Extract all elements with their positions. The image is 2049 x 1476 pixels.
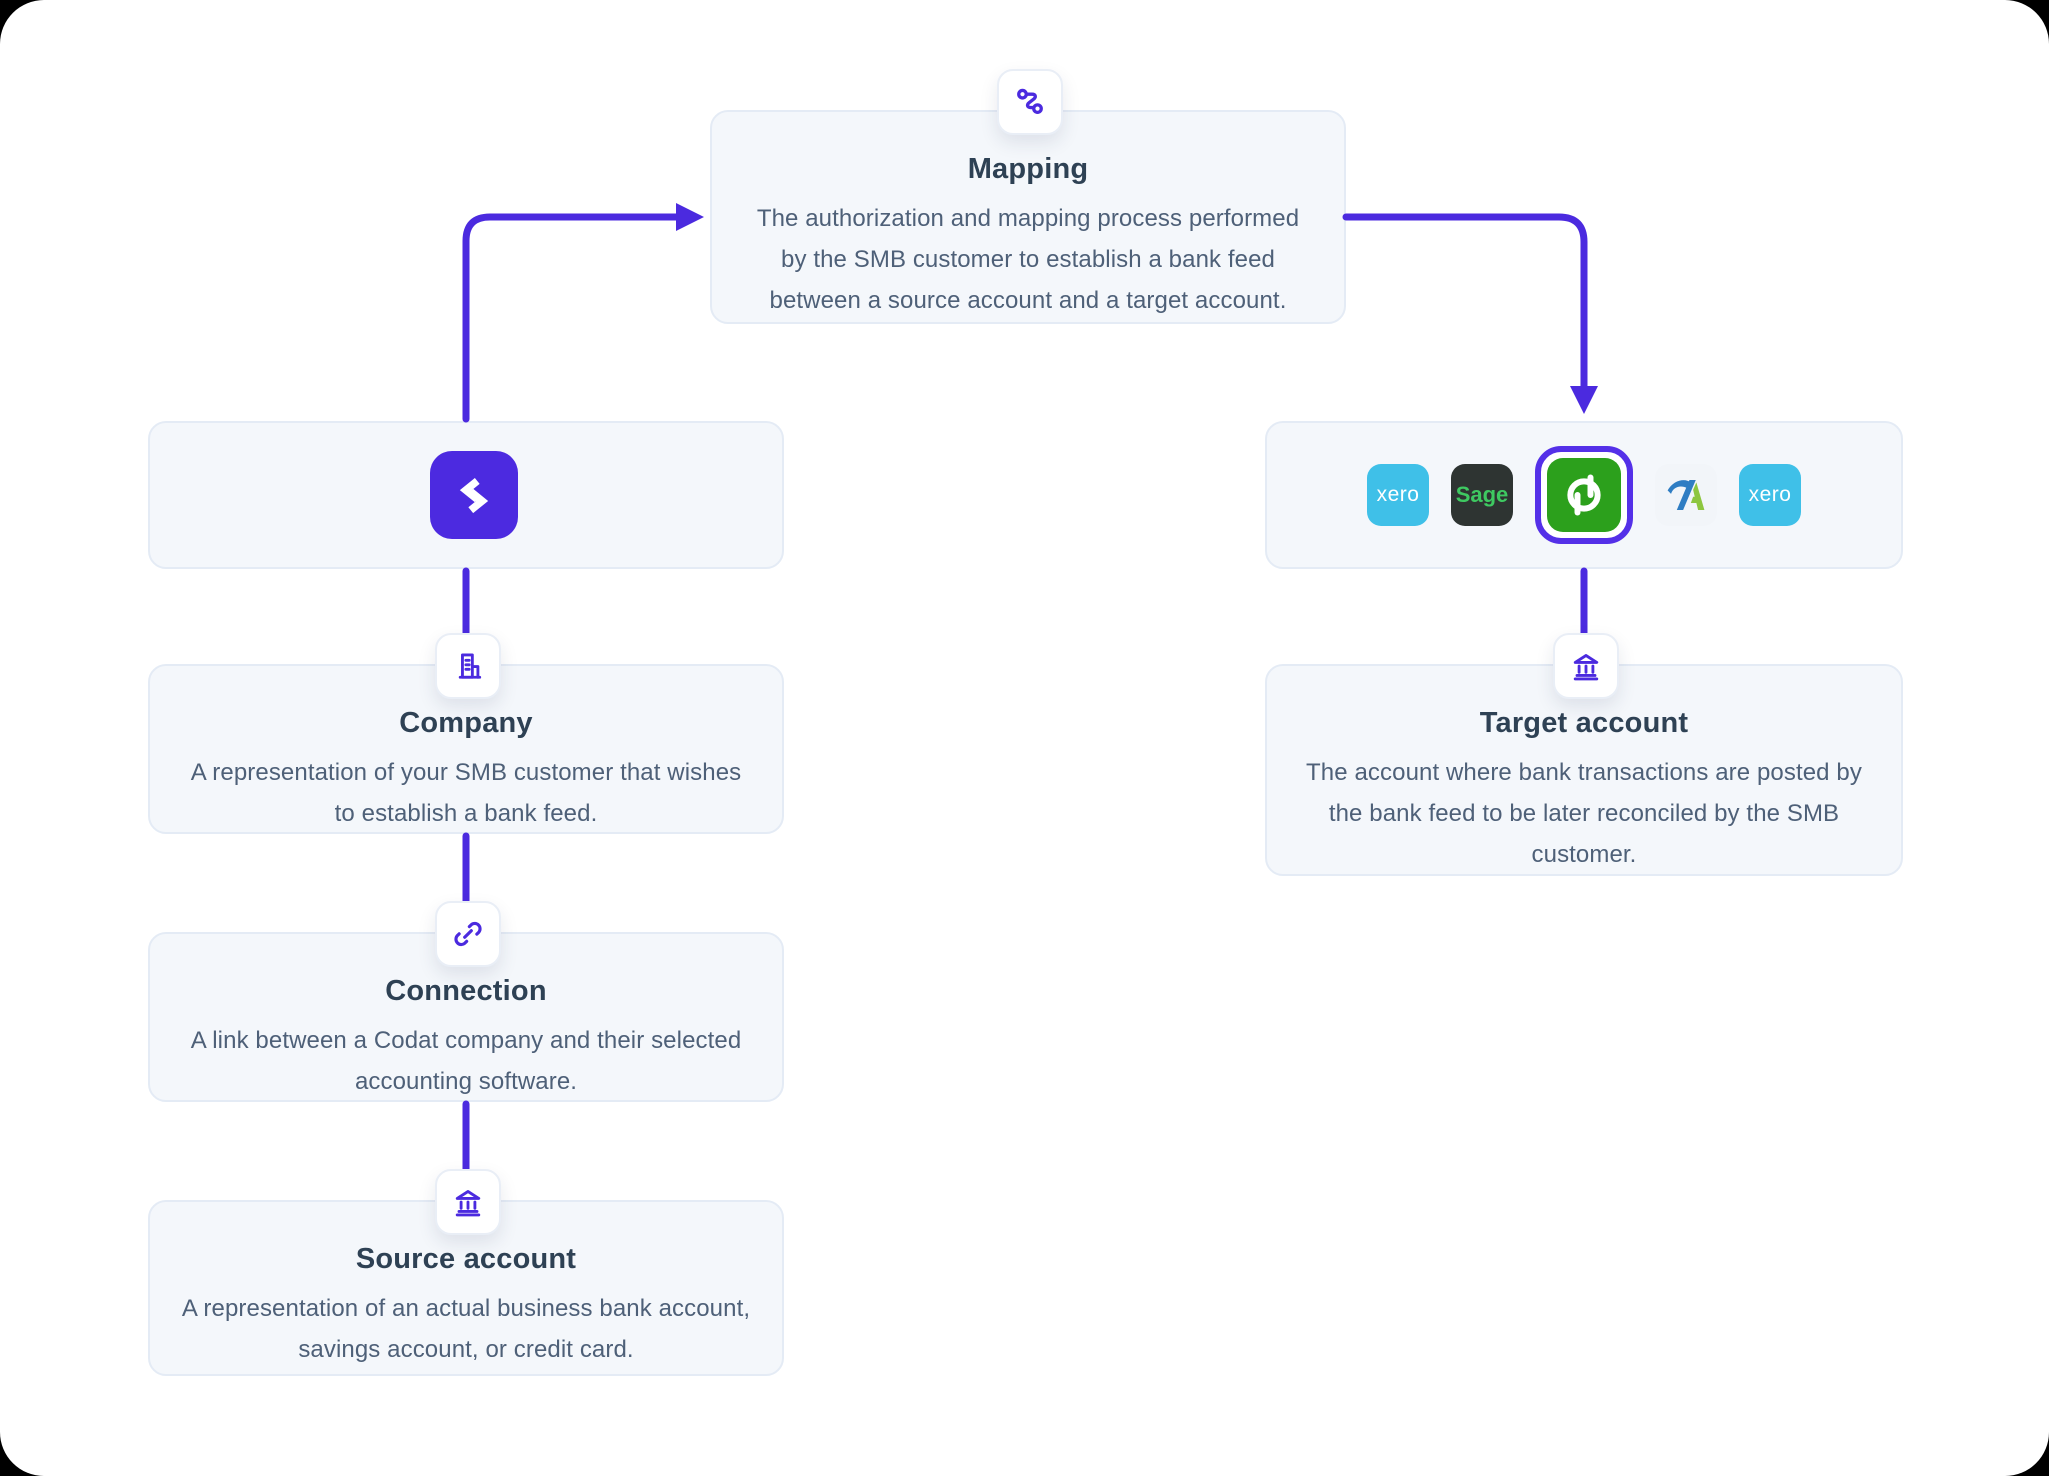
company-title: Company	[399, 707, 533, 739]
mapping-description: The authorization and mapping process pe…	[756, 205, 1300, 314]
route-icon	[1017, 88, 1043, 114]
xero-label: xero	[1748, 483, 1792, 506]
sage-label: Sage	[1455, 482, 1509, 507]
software-logo-row: xero Sage xero	[1265, 421, 1903, 569]
xero-label: xero	[1376, 483, 1420, 506]
freeagent-logo[interactable]	[1655, 464, 1717, 526]
codat-chevrons-icon	[459, 477, 489, 514]
target-account-icon-box	[1553, 633, 1619, 699]
building-icon	[458, 653, 482, 679]
quickbooks-logo-selected[interactable]	[1535, 446, 1633, 544]
target-account-description: The account where bank transactions are …	[1306, 759, 1862, 868]
connection-title: Connection	[385, 975, 547, 1007]
source-account-description: A representation of an actual business b…	[181, 1295, 751, 1363]
quickbooks-qb-icon	[1567, 474, 1601, 516]
mapping-title: Mapping	[967, 153, 1089, 185]
company-icon-box	[435, 633, 501, 699]
quickbooks-logo	[1547, 458, 1621, 532]
xero-logo[interactable]: xero	[1367, 464, 1429, 526]
connection-description: A link between a Codat company and their…	[190, 1027, 742, 1095]
freeagent-icon	[1667, 480, 1705, 510]
connection-icon-box	[435, 901, 501, 967]
xero-logo[interactable]: xero	[1739, 464, 1801, 526]
link-icon	[454, 921, 482, 947]
target-account-card: Target account The account where bank tr…	[1265, 664, 1903, 876]
sage-logo[interactable]: Sage	[1451, 464, 1513, 526]
codat-logo	[430, 451, 518, 539]
mapping-card: Mapping The authorization and mapping pr…	[710, 110, 1346, 324]
source-account-title: Source account	[355, 1243, 577, 1275]
bank-icon	[1573, 654, 1599, 681]
mapping-icon-box	[997, 69, 1063, 135]
bank-icon	[455, 1190, 481, 1217]
source-account-icon-box	[435, 1169, 501, 1235]
target-account-title: Target account	[1479, 707, 1689, 739]
company-description: A representation of your SMB customer th…	[190, 759, 742, 827]
